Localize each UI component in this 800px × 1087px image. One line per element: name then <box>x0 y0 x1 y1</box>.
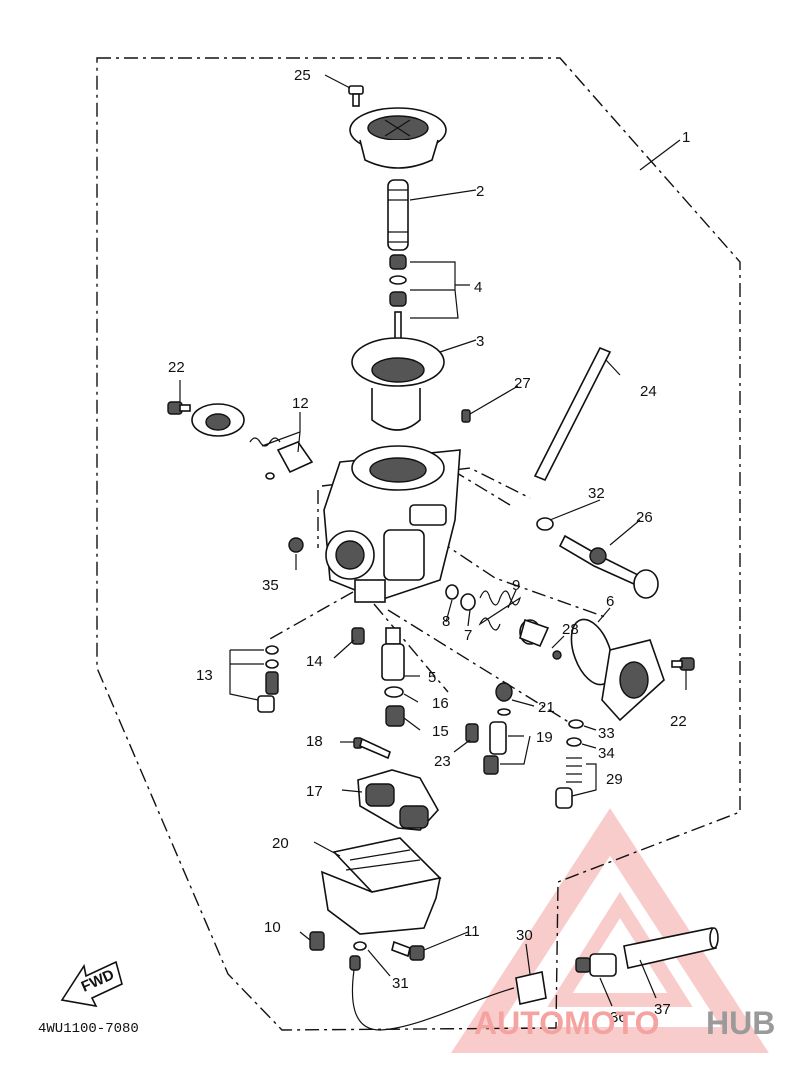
label-26: 26 <box>636 509 653 526</box>
part-25-screw <box>348 85 364 107</box>
label-4: 4 <box>474 279 482 296</box>
part-28-plate <box>519 618 562 660</box>
label-9: 9 <box>512 577 520 594</box>
label-35: 35 <box>262 577 279 594</box>
part-accelerator-cover <box>601 639 665 722</box>
part-32-o-ring <box>536 517 554 531</box>
label-32: 32 <box>588 485 605 502</box>
label-31: 31 <box>392 975 409 992</box>
part-19-starter-jet <box>483 708 511 775</box>
label-12: 12 <box>292 395 309 412</box>
part-35-cap <box>288 537 304 553</box>
part-21-cap <box>495 682 513 702</box>
part-37-tube <box>623 927 719 969</box>
part-13-pilot-screw-set <box>257 645 279 713</box>
part-33-washer <box>568 719 584 729</box>
part-29-drain-screw-set <box>555 757 582 809</box>
part-23-pilot-jet <box>465 723 479 743</box>
part-14-jet <box>351 627 365 645</box>
label-19: 19 <box>536 729 553 746</box>
part-34-washer <box>566 737 582 747</box>
carburetor-body <box>323 445 461 603</box>
part-2-spring <box>387 179 409 251</box>
watermark-brand-b: HUB <box>706 1005 775 1041</box>
label-10: 10 <box>264 919 281 936</box>
part-10-screw <box>309 931 325 951</box>
part-9-spring <box>478 590 522 631</box>
part-24-rod <box>533 346 612 482</box>
part-7-o-ring <box>460 593 476 611</box>
part-15-main-jet <box>385 705 405 727</box>
label-8: 8 <box>442 613 450 630</box>
label-22-left: 22 <box>168 359 185 376</box>
label-2: 2 <box>476 183 484 200</box>
part-27-jet <box>461 409 471 423</box>
label-27: 27 <box>514 375 531 392</box>
part-8-washer <box>445 584 459 600</box>
label-30: 30 <box>516 927 533 944</box>
part-6-gasket <box>570 618 614 686</box>
part-3-diaphragm <box>351 337 445 431</box>
part-22-left-screw <box>167 401 191 415</box>
leader-lines <box>179 74 687 1007</box>
label-25: 25 <box>294 67 311 84</box>
label-13: 13 <box>196 667 213 684</box>
label-18: 18 <box>306 733 323 750</box>
part-31-clip <box>353 941 367 951</box>
label-7: 7 <box>464 627 472 644</box>
part-20-float-bowl <box>320 837 442 935</box>
label-14: 14 <box>306 653 323 670</box>
label-22-right: 22 <box>670 713 687 730</box>
part-left-cover <box>191 403 245 437</box>
label-21: 21 <box>538 699 555 716</box>
part-30-drain-hose <box>349 955 547 1031</box>
label-15: 15 <box>432 723 449 740</box>
part-code: 4WU1100-7080 <box>38 1021 139 1037</box>
part-26-throttle-screw <box>558 534 659 599</box>
part-16-washer <box>384 686 404 698</box>
part-top-cover <box>349 107 447 169</box>
label-16: 16 <box>432 695 449 712</box>
label-5: 5 <box>428 669 436 686</box>
label-20: 20 <box>272 835 289 852</box>
part-12-spring-plate <box>249 437 314 480</box>
label-1: 1 <box>682 129 690 146</box>
part-22-right-screw <box>671 657 695 671</box>
fwd-arrow-icon: FWD <box>60 960 123 1008</box>
part-17-float <box>357 769 439 831</box>
label-3: 3 <box>476 333 484 350</box>
label-28: 28 <box>562 621 579 638</box>
label-6: 6 <box>606 593 614 610</box>
label-17: 17 <box>306 783 323 800</box>
part-18-float-pin <box>353 737 391 760</box>
part-36-fitting <box>575 953 617 977</box>
callout-labels: 1 2 3 4 5 6 7 8 9 10 11 12 13 14 15 16 1… <box>168 67 690 1026</box>
part-5-needle-jet <box>381 627 405 681</box>
label-34: 34 <box>598 745 615 762</box>
assembly-outline <box>96 57 741 1031</box>
label-11: 11 <box>464 923 480 940</box>
inner-dashed-link <box>267 467 609 727</box>
label-23: 23 <box>434 753 451 770</box>
label-36: 36 <box>610 1009 627 1026</box>
label-29: 29 <box>606 771 623 788</box>
label-24: 24 <box>640 383 657 400</box>
label-33: 33 <box>598 725 615 742</box>
label-37: 37 <box>654 1001 671 1018</box>
watermark-brand-a: AUTOMOTO <box>474 1005 659 1041</box>
part-11-drain-screw <box>391 940 425 961</box>
